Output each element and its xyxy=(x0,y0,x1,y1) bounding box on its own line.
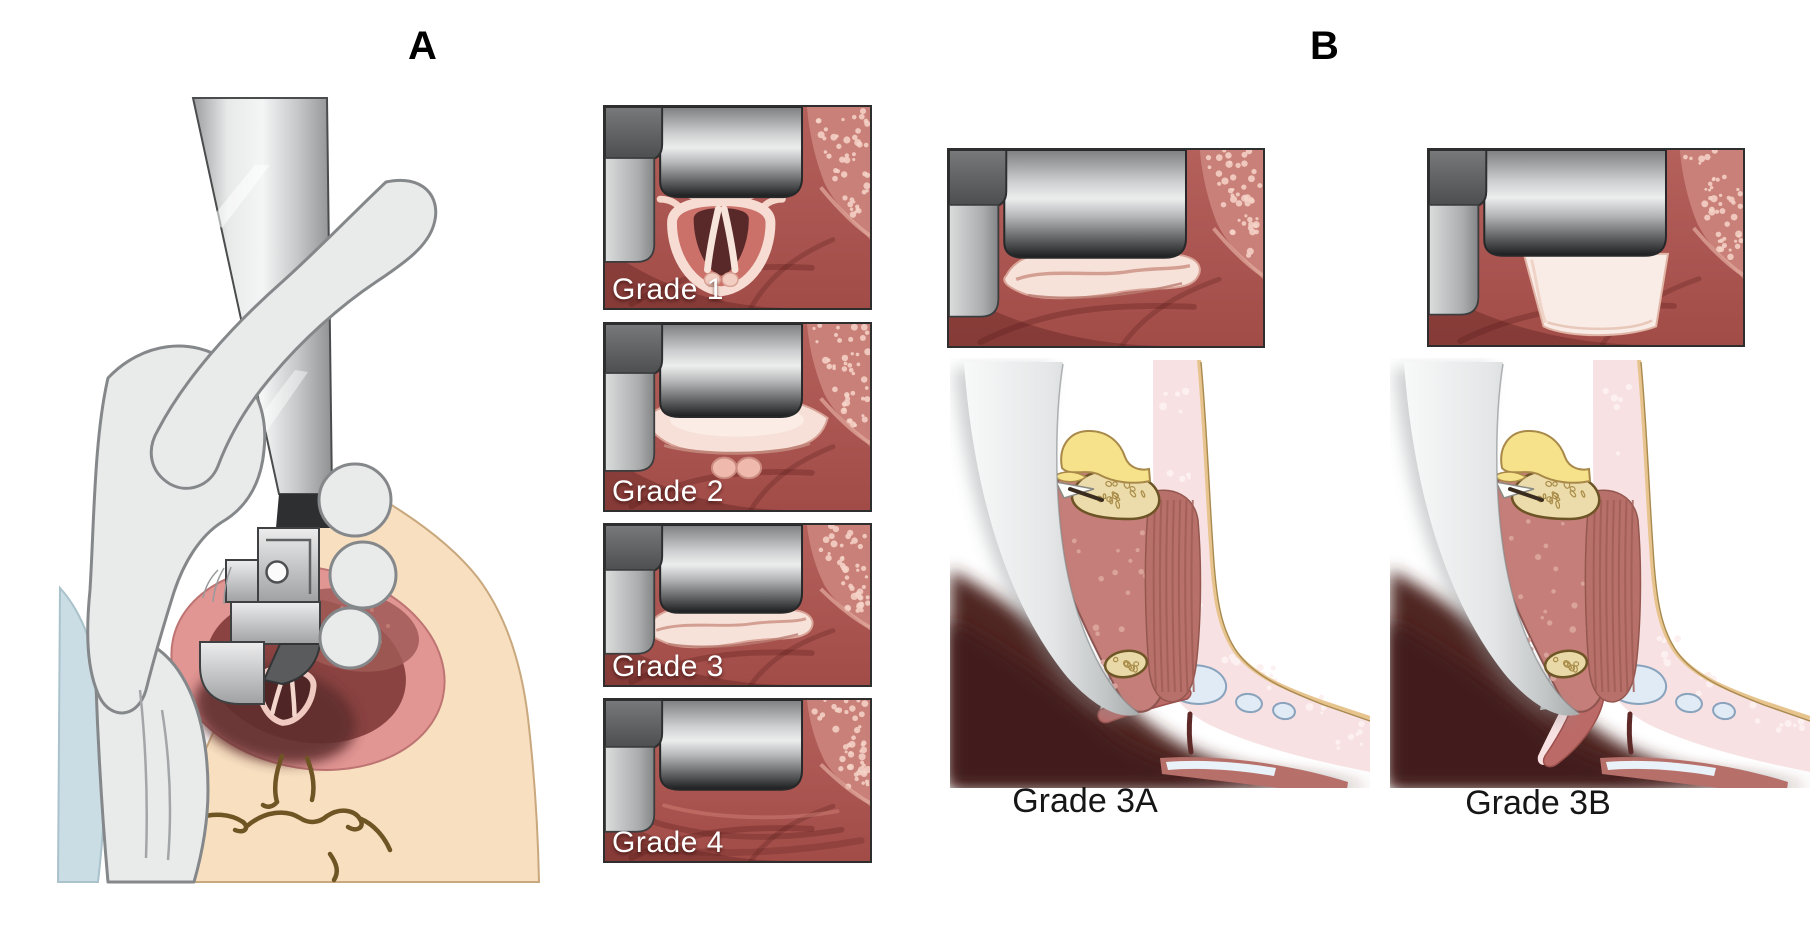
laryngoscope-blade xyxy=(605,107,804,263)
laryngoscopic-view xyxy=(605,324,870,510)
blade-flange xyxy=(605,569,656,655)
strap-threads xyxy=(202,566,232,605)
esophagus xyxy=(1600,757,1788,788)
knuckle xyxy=(317,462,393,538)
blade-proximal-dark xyxy=(949,150,1008,208)
pharyngeal-wall-tissue xyxy=(806,107,870,240)
laryngoscopic-view xyxy=(1429,150,1743,345)
arytenoid-left xyxy=(703,271,721,288)
gloved-hand xyxy=(86,178,438,884)
knuckle xyxy=(328,540,398,610)
grade-4-label: Grade 4 xyxy=(612,826,724,859)
grade-1-label: Grade 1 xyxy=(612,273,724,306)
laryngoscopic-view xyxy=(605,700,870,861)
laryngoscope-blade xyxy=(1404,362,1580,716)
grade-3b-sagittal-illustration xyxy=(1390,358,1810,788)
pharyngeal-wall-tissue xyxy=(1679,150,1743,279)
knuckle xyxy=(318,606,382,670)
laryngoscopic-view xyxy=(949,150,1263,346)
blade-flange xyxy=(1429,203,1480,316)
grade-3-label: Grade 3 xyxy=(612,650,724,683)
laryngoscopy-top-view xyxy=(56,97,540,884)
grade-3a-caption: Grade 3A xyxy=(1012,782,1158,820)
light-socket xyxy=(265,560,289,584)
grade-3b-caption: Grade 3B xyxy=(1465,784,1611,822)
grade-1-view: Grade 1 xyxy=(603,105,872,310)
laryngoscope-blade xyxy=(605,324,804,472)
laryngoscope-blade xyxy=(964,362,1140,716)
panel-b-label: B xyxy=(1310,24,1339,68)
pharyngeal-wall-tissue xyxy=(806,700,870,807)
grade-2-label: Grade 2 xyxy=(612,475,724,508)
laryngoscope-blade xyxy=(1429,150,1667,316)
laryngoscope-blade xyxy=(605,700,804,833)
grade-3-view: Grade 3 xyxy=(603,523,872,687)
blade-flange xyxy=(605,745,656,833)
nose-outline xyxy=(260,753,316,809)
vocal-cords xyxy=(704,205,739,274)
hyoid-bone xyxy=(1543,649,1589,679)
blade-flange xyxy=(605,372,656,472)
sagittal-section xyxy=(1390,359,1810,788)
blade-flange xyxy=(949,203,1000,318)
blade-proximal-dark xyxy=(605,107,664,161)
laryngoscopy-insertion-illustration xyxy=(50,70,540,885)
laryngoscope-blade xyxy=(605,525,804,655)
arytenoid-right xyxy=(721,271,739,288)
grade-3a-sagittal-illustration xyxy=(950,358,1370,788)
genioglossus-muscle xyxy=(1144,489,1202,703)
laryngoscope-blade-lock xyxy=(199,527,322,705)
sagittal-section xyxy=(950,359,1370,788)
grade-2-view: Grade 2 xyxy=(603,322,872,512)
grade-4-view: Grade 4 xyxy=(603,698,872,863)
grade-3b-scope-inset xyxy=(1427,148,1745,347)
maxilla-cartilage xyxy=(1052,429,1152,484)
grade-3a-scope-inset xyxy=(947,148,1265,348)
index-finger xyxy=(149,178,438,490)
pharyngeal-wall-tissue xyxy=(1199,150,1263,280)
glottis-full-view xyxy=(656,187,786,297)
tracheal-ring xyxy=(1712,701,1736,721)
blade-proximal-dark xyxy=(605,700,664,750)
blade-flange xyxy=(605,157,656,263)
maxilla-cartilage xyxy=(1492,429,1592,484)
hyoid-bone xyxy=(1103,649,1149,679)
blade-proximal-dark xyxy=(605,324,664,376)
arytenoid-right xyxy=(735,456,763,480)
blade-tip xyxy=(199,641,265,705)
genioglossus-muscle xyxy=(1584,489,1642,703)
pharyngeal-wall-tissue xyxy=(806,324,870,447)
tracheal-ring xyxy=(1675,692,1703,714)
tracheal-ring xyxy=(1235,692,1263,714)
pharyngeal-wall-tissue xyxy=(806,525,870,631)
esophagus xyxy=(1160,757,1348,788)
tracheal-ring xyxy=(1272,701,1296,721)
posterior-pharynx-shadow xyxy=(950,570,1370,788)
panel-a-label: A xyxy=(408,24,437,68)
interarytenoid-slit xyxy=(1186,711,1194,755)
epiglottis xyxy=(1522,252,1670,337)
laryngoscope-blade xyxy=(949,150,1187,318)
glove-folds xyxy=(138,689,172,861)
blade-proximal-dark xyxy=(605,525,664,573)
laryngoscopic-view xyxy=(605,525,870,685)
laryngoscopic-view xyxy=(605,107,870,308)
interarytenoid-slit xyxy=(1626,711,1634,755)
epiglottis-folded-down xyxy=(1522,252,1670,337)
posterior-pharynx-shadow xyxy=(1390,570,1810,788)
blade-proximal-dark xyxy=(1429,150,1488,208)
